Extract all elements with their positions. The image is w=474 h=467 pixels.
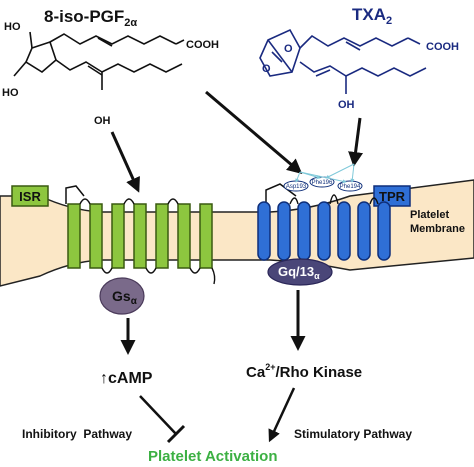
ligand-right-group-1: O (284, 43, 293, 55)
ligand-right-structure (259, 28, 427, 94)
tpr-label: TPR (379, 189, 406, 204)
gs-alpha-label: Gsα (112, 288, 138, 307)
tpr-receptor: TPR Asp193 Phe196 Phe194 (257, 163, 411, 286)
tpr-label-box (373, 185, 411, 207)
residue-asp193-label: Asp193 (286, 184, 307, 190)
gq13-alpha-protein (267, 258, 333, 286)
ligand-txa2: TXA2 O O OH COOH (259, 5, 459, 111)
gq13-alpha-label: Gq/13α (278, 264, 320, 281)
isr-loops (79, 198, 216, 285)
isr-label: ISR (19, 189, 41, 204)
arrow-stimulatory (268, 387, 296, 443)
isr-helices (67, 203, 213, 269)
ligand-left-group-3: OH (94, 115, 111, 127)
isr-receptor: ISR Gsα (11, 185, 216, 315)
ligand-left-structure (13, 31, 185, 90)
inhibitory-pathway-label: Inhibitory Pathway (22, 427, 132, 441)
arrow-pgf-to-isr (110, 131, 140, 193)
gs-alpha-protein (99, 277, 145, 315)
isr-n-terminus (65, 185, 85, 204)
tpr-binding-residues: Asp193 Phe196 Phe194 (283, 176, 363, 192)
arrow-txa2-to-tpr (348, 117, 363, 167)
ligand-left-group-4: COOH (186, 39, 219, 51)
ligand-8-iso-pgf2a: 8-iso-PGF2α HO HO OH COOH (2, 7, 219, 127)
residue-phe196-label: Phe196 (312, 180, 333, 186)
stimulatory-pathway-label: Stimulatory Pathway (294, 427, 412, 441)
ligand-right-group-4: COOH (426, 41, 459, 53)
tpr-loops (289, 194, 379, 205)
tpr-helices (257, 201, 391, 261)
residue-phe194-label: Phe194 (340, 184, 361, 190)
ligand-right-group-3: OH (338, 99, 355, 111)
platelet-activation-label: Platelet Activation (148, 448, 277, 465)
isr-label-box (11, 185, 49, 207)
camp-label: ↑cAMP (100, 370, 153, 387)
binding-site-lines (295, 163, 355, 184)
membrane-label-line2: Membrane (410, 223, 465, 235)
ca-rho-kinase-label: Ca2+/Rho Kinase (246, 362, 362, 381)
inhibition-bar (166, 424, 186, 444)
membrane-label-line1: Platelet (410, 209, 449, 221)
ligand-right-name: TXA2 (352, 5, 392, 27)
residue-phe194 (337, 180, 363, 192)
arrow-pgf-to-tpr (205, 90, 303, 174)
ligand-left-group-2: HO (2, 87, 19, 99)
ligand-right-group-2: O (262, 63, 271, 75)
ligand-left-name: 8-iso-PGF2α (44, 7, 137, 29)
inhibitory-line (139, 395, 177, 435)
ligand-left-group-1: HO (4, 21, 21, 33)
